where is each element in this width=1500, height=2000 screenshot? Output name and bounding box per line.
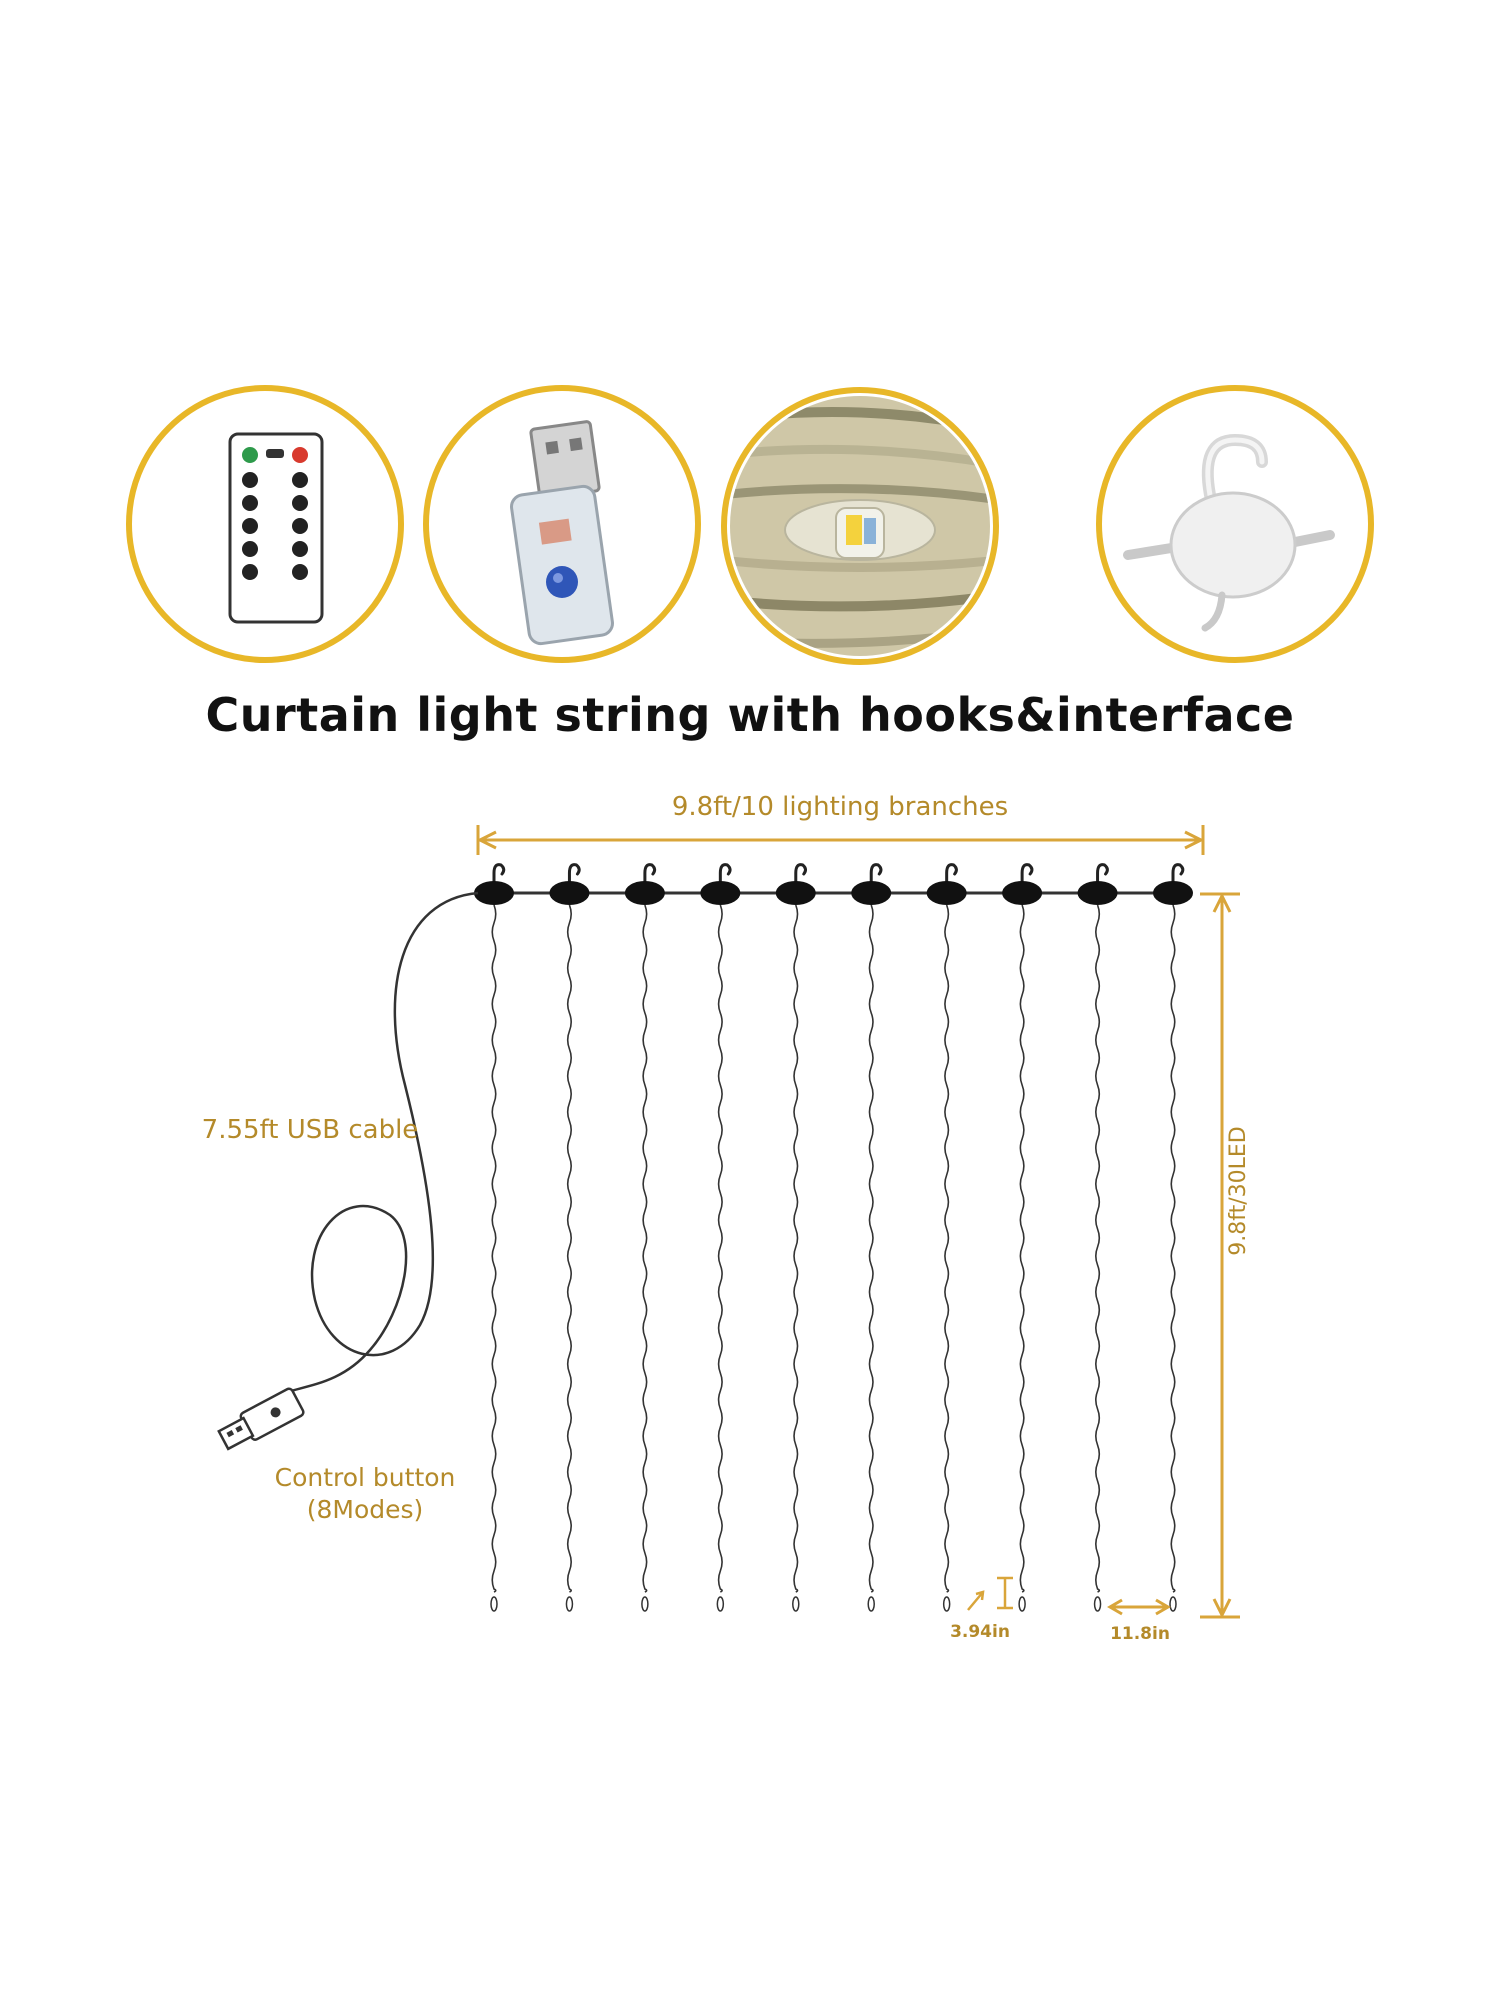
hook-icon (492, 863, 506, 885)
led-bead-icon (784, 499, 936, 561)
light-branch (1019, 904, 1025, 1593)
control-button-label: Control button (8Modes) (230, 1462, 500, 1526)
control-button-label-line1: Control button (274, 1463, 456, 1492)
wire-clip (1077, 881, 1118, 905)
hook-icon (643, 863, 657, 885)
wire-clip (926, 881, 967, 905)
branch-end-bulb (1018, 1596, 1026, 1612)
wire-clip (1002, 881, 1043, 905)
hook-icon (945, 863, 958, 885)
height-dimension (1200, 892, 1240, 1619)
wire-clip (775, 881, 816, 905)
hook-icon (567, 863, 581, 885)
hook-callout (1096, 385, 1374, 663)
wire-clip (549, 881, 590, 905)
height-label: 9.8ft/30LED (1226, 1126, 1251, 1256)
remote-control-icon (228, 432, 324, 624)
curtain-light-string (474, 863, 1193, 1612)
usb-plug (217, 1387, 305, 1451)
light-branch (944, 904, 950, 1593)
branch-end-bulb (942, 1596, 951, 1612)
width-dimension (476, 825, 1205, 855)
branch-spacing-label: 11.8in (1110, 1624, 1170, 1644)
hook-icon (869, 863, 883, 885)
wire-clip (1153, 881, 1193, 905)
hook-icon (1096, 863, 1109, 885)
width-label: 9.8ft/10 lighting branches (671, 792, 1009, 822)
usb-plug-icon (510, 420, 614, 646)
hook-icon (794, 863, 808, 885)
wire-clip (624, 881, 665, 905)
hook-icon (718, 863, 732, 885)
branch-end-bulb (1169, 1596, 1177, 1612)
light-branch (642, 904, 648, 1593)
branch-end-bulb (716, 1596, 725, 1612)
led-bead-callout (721, 387, 999, 665)
bulb-spacing-label: 3.94in (950, 1622, 1010, 1642)
branch-end-bulb (565, 1596, 574, 1612)
control-button-label-line2: (8Modes) (306, 1495, 424, 1524)
wire-clip (851, 881, 892, 905)
light-branch (793, 904, 799, 1593)
diagram-heading: Curtain light string with hooks&interfac… (205, 688, 1295, 742)
branch-end-bulb (792, 1596, 800, 1612)
remote-control-callout (126, 385, 404, 663)
branch-end-bulb (867, 1596, 875, 1612)
light-branch (566, 904, 572, 1593)
wire-clip (700, 881, 741, 905)
light-branch (1170, 904, 1176, 1593)
usb-cable-label: 7.55ft USB cable (201, 1115, 419, 1145)
bulb-spacing-marker (967, 1576, 1013, 1611)
hook-icon (1171, 863, 1185, 885)
branch-end-bulb (490, 1596, 498, 1612)
control-button-icon (270, 1407, 281, 1418)
wire-clip (474, 881, 514, 905)
branch-spacing-marker (1107, 1598, 1171, 1616)
light-branch (491, 904, 497, 1593)
usb-controller-callout (423, 385, 701, 663)
usb-cable (277, 891, 479, 1397)
light-branch (1095, 904, 1101, 1593)
hook-icon (1123, 433, 1335, 632)
light-branch (868, 904, 874, 1593)
hook-icon (1020, 863, 1034, 885)
branch-end-bulb (641, 1596, 649, 1612)
branch-end-bulb (1093, 1596, 1102, 1612)
light-branch (717, 904, 723, 1593)
